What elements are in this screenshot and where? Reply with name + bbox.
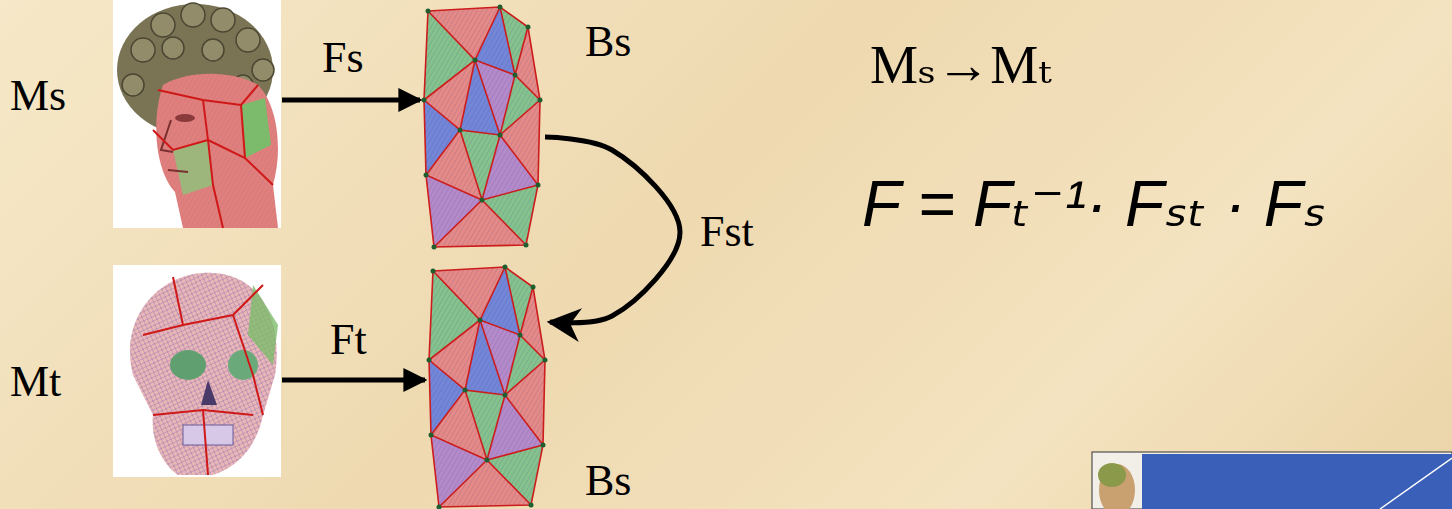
thumbnail [1092, 452, 1452, 509]
skull-model [170, 350, 206, 380]
head-model [156, 74, 278, 228]
head-model [181, 3, 205, 27]
head-model [162, 37, 184, 59]
illustration-node: Bs [420, 5, 545, 248]
thumbnail [1098, 463, 1126, 487]
head-model [153, 130, 208, 150]
head-model [113, 0, 281, 228]
head-model [252, 59, 274, 81]
head-model [203, 100, 223, 228]
illustration-node: Mt [5, 265, 282, 477]
edge-label-box: Fst [700, 210, 754, 254]
skull-model [183, 425, 233, 445]
formula-text: Mₛ→Mₜ [870, 38, 1052, 92]
head-model [236, 28, 260, 52]
thumbnail [1380, 458, 1452, 509]
head-model [241, 105, 245, 158]
thumbnail [1099, 464, 1135, 509]
skull-model [183, 285, 263, 325]
illustration-node: Bs [425, 265, 550, 509]
head-model [131, 38, 155, 62]
thumbnail [1092, 452, 1452, 509]
head-model [241, 98, 271, 158]
head-model [156, 74, 278, 228]
skull-model [143, 277, 183, 335]
skull-model [233, 315, 263, 415]
head-model [175, 114, 195, 122]
node-label: Ms [10, 74, 66, 118]
node-label: Bs [585, 459, 631, 503]
node-label: Bs [585, 20, 631, 64]
formula-box: F = Fₜ⁻¹· Fₛₜ · Fₛ [862, 172, 1327, 236]
edge-label: Fs [322, 36, 364, 80]
skull-model [248, 285, 278, 365]
formula-box: Mₛ→Mₜ [870, 38, 1052, 92]
head-model [122, 74, 144, 96]
arrow-connector [282, 98, 420, 103]
skull-model [113, 265, 281, 477]
skull-model [143, 277, 263, 475]
head-model [241, 85, 258, 105]
head-model [168, 170, 188, 172]
edge-label: Fst [700, 210, 754, 254]
head-model [151, 13, 175, 37]
node-label: Mt [10, 360, 61, 404]
head-model [153, 85, 273, 228]
thumbnail [1142, 454, 1452, 509]
illustration-node: Ms [5, 2, 282, 230]
skull-model [201, 380, 217, 405]
edge-label-box: Ft [330, 318, 367, 362]
head-model [202, 39, 224, 61]
edge-label-box: Fs [322, 36, 364, 80]
base-mesh [427, 265, 548, 509]
head-model [113, 0, 281, 228]
head-model [158, 90, 241, 105]
head-model [211, 8, 235, 32]
base-mesh [422, 5, 543, 250]
arrow-connector [545, 137, 680, 323]
formula-text: F = Fₜ⁻¹· Fₛₜ · Fₛ [862, 172, 1327, 236]
edge-label: Ft [330, 318, 367, 362]
skull-model [203, 410, 208, 475]
head-model [208, 140, 273, 185]
skull-model [113, 265, 281, 477]
arrow-connector [282, 378, 425, 383]
